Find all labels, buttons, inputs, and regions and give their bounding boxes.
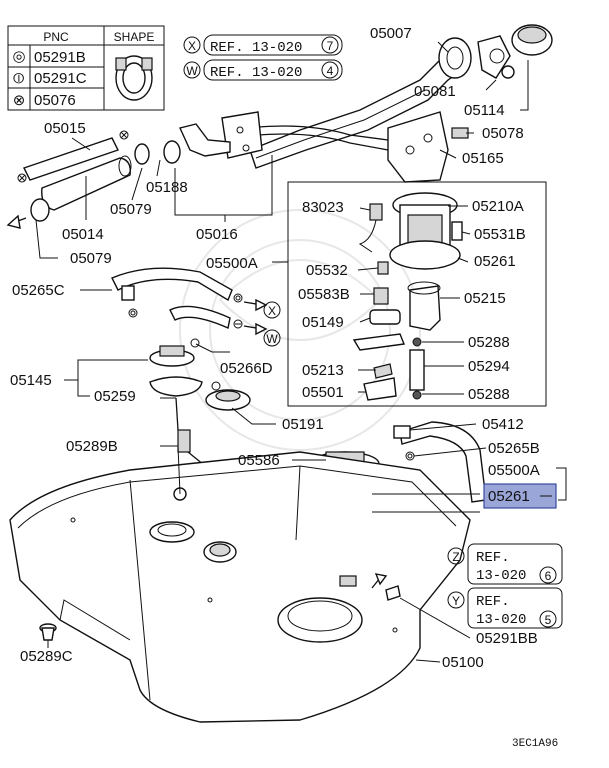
label-05165: 05165 (462, 150, 504, 167)
fuel-pump-module-box (287, 181, 547, 407)
legend-symbol-barred-circle: ⦶ (14, 70, 25, 87)
ref-z-line2: 13-020 (476, 568, 526, 584)
ref-w-text: REF. 13-020 (210, 65, 302, 81)
label-05532: 05532 (306, 262, 348, 279)
label-83023: 83023 (302, 199, 344, 216)
label-05210a: 05210A (472, 198, 524, 215)
fuel-tank (9, 451, 471, 723)
label-05265c: 05265C (12, 282, 65, 299)
svg-text:Z: Z (452, 550, 459, 564)
label-05500a-lower: 05500A (488, 462, 540, 479)
label-05586: 05586 (238, 452, 280, 469)
label-05291bb: 05291BB (476, 630, 538, 647)
marker-x: X (268, 304, 276, 318)
filler-neck-assembly (179, 24, 553, 183)
ref-y-line1: REF. (476, 594, 510, 610)
label-05149: 05149 (302, 314, 344, 331)
legend-pnc-05291b: 05291B (34, 49, 86, 66)
label-05007: 05007 (370, 25, 412, 42)
label-05016: 05016 (196, 226, 238, 243)
sender-cap (205, 381, 251, 411)
label-05079-upper: 05079 (110, 201, 152, 218)
label-05288-lower: 05288 (468, 386, 510, 403)
label-05259: 05259 (94, 388, 136, 405)
svg-text:Y: Y (452, 594, 460, 608)
legend-symbol-double-circle: ◎ (12, 48, 25, 65)
label-05265b: 05265B (488, 440, 540, 457)
label-05500a-upper: 05500A (206, 255, 258, 272)
label-05261-highlighted[interactable]: 05261 (488, 488, 530, 505)
label-05215: 05215 (464, 290, 506, 307)
label-05583b: 05583B (298, 286, 350, 303)
label-05261-upper: 05261 (474, 253, 516, 270)
label-05288-upper: 05288 (468, 334, 510, 351)
label-05531b: 05531B (474, 226, 526, 243)
label-05100: 05100 (442, 654, 484, 671)
label-05501: 05501 (302, 384, 344, 401)
vent-hoses: X W (111, 267, 281, 347)
ref-z: Z REF. 13-020 6 (447, 543, 563, 585)
ref-x: X REF. 13-020 7 (183, 34, 343, 56)
svg-text:4: 4 (327, 64, 334, 78)
leader-lines (35, 41, 567, 663)
svg-text:W: W (186, 64, 198, 78)
label-05266d: 05266D (220, 360, 273, 377)
label-05191: 05191 (282, 416, 324, 433)
drawing-code: 3EC1A96 (512, 738, 558, 750)
label-05289c: 05289C (20, 648, 73, 665)
legend-header-pnc: PNC (43, 30, 69, 44)
marker-w: W (266, 332, 278, 346)
ref-y: Y REF. 13-020 5 (447, 587, 563, 629)
label-05294: 05294 (468, 358, 510, 375)
legend-pnc-05291c: 05291C (34, 70, 87, 87)
ref-w: W REF. 13-020 4 (183, 59, 343, 81)
label-05081: 05081 (414, 83, 456, 100)
label-05078: 05078 (482, 125, 524, 142)
label-05289b: 05289B (66, 438, 118, 455)
svg-text:X: X (188, 39, 196, 53)
drain-plug (39, 623, 57, 641)
label-05014: 05014 (62, 226, 104, 243)
legend-pnc-05076: 05076 (34, 92, 76, 109)
label-05412: 05412 (482, 416, 524, 433)
legend-header-shape: SHAPE (114, 30, 155, 44)
svg-text:6: 6 (545, 569, 552, 583)
callout-labels: 05007 05081 05114 05078 05165 05015 0518… (10, 25, 558, 750)
ref-y-line2: 13-020 (476, 612, 526, 628)
svg-text:5: 5 (545, 613, 552, 627)
ref-z-line1: REF. (476, 550, 510, 566)
watermark (179, 209, 421, 451)
label-05145: 05145 (10, 372, 52, 389)
svg-text:7: 7 (327, 39, 334, 53)
legend-symbol-cross-circle: ⊗ (13, 92, 26, 109)
label-05188: 05188 (146, 179, 188, 196)
label-05114: 05114 (464, 102, 505, 119)
hose-clamp-shape-icon (115, 55, 153, 101)
legend-table: PNC SHAPE ◎ 05291B ⦶ 05291C ⊗ 05076 (7, 25, 165, 111)
ref-x-text: REF. 13-020 (210, 40, 302, 56)
label-05079-lower: 05079 (70, 250, 112, 267)
label-05015: 05015 (44, 120, 86, 137)
label-05213: 05213 (302, 362, 344, 379)
